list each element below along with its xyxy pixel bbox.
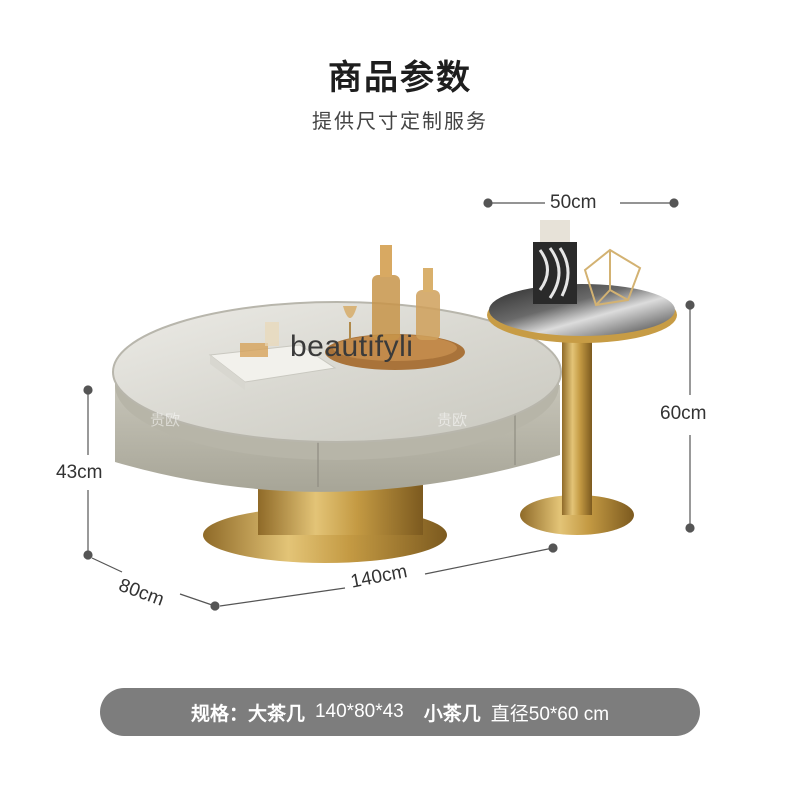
spec-large-size: 140*80*43 — [314, 701, 404, 722]
page-subtitle: 提供尺寸定制服务 — [312, 109, 488, 133]
side-table — [487, 220, 677, 535]
side-table-width-label: 50cm — [550, 192, 597, 213]
spec-label: 规格： — [190, 702, 248, 725]
page-title: 商品参数 — [328, 58, 472, 98]
coffee-table — [112, 245, 562, 563]
watermark-text: beautifyli — [290, 330, 414, 363]
dimension-lines — [83, 198, 695, 611]
spec-bar: 规格： 大茶几 140*80*43 小茶几 直径50*60 cm — [100, 688, 700, 736]
spec-large-name: 大茶几 — [247, 702, 305, 725]
brand-mark-right: 贵欧 — [437, 411, 467, 429]
coffee-table-height-label: 43cm — [56, 462, 103, 483]
spec-small-name: 小茶几 — [423, 702, 481, 725]
brand-mark-left: 贵欧 — [150, 411, 180, 429]
spec-small-size: 直径50*60 cm — [490, 703, 610, 725]
side-table-height-label: 60cm — [660, 403, 707, 424]
